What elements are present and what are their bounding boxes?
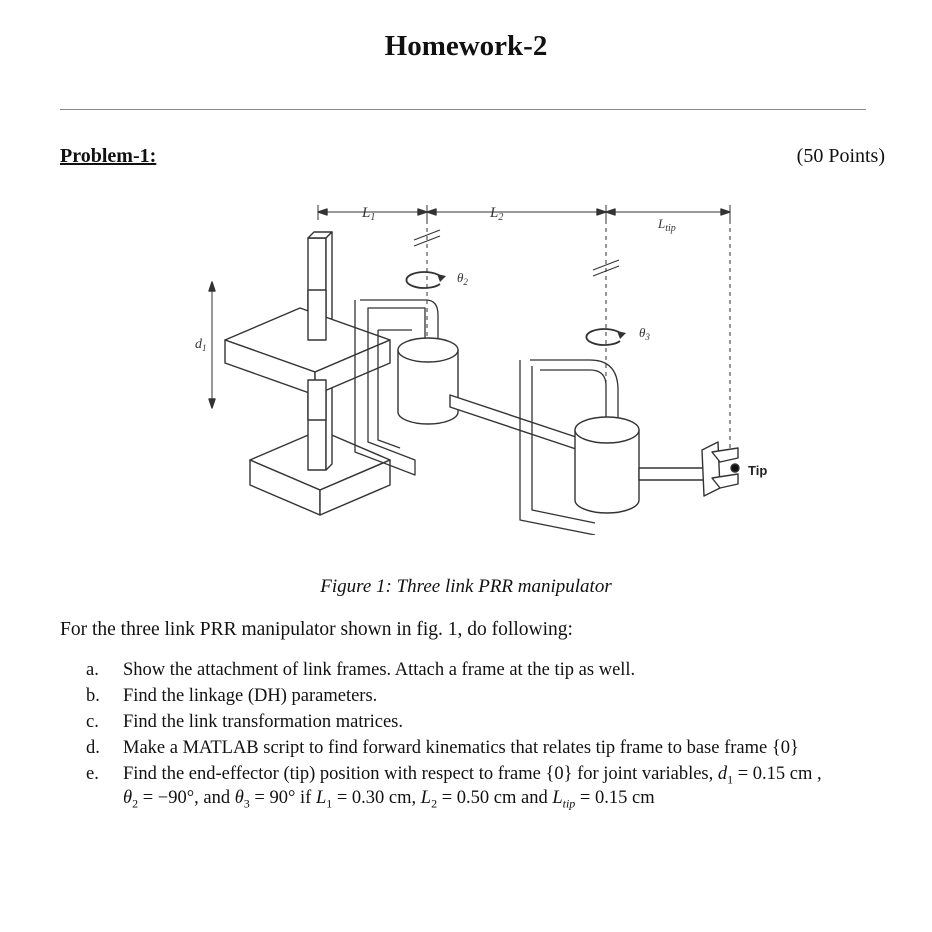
tool-arm <box>638 467 710 481</box>
theta3-label: θ3 <box>639 325 650 342</box>
intro-text: For the three link PRR manipulator shown… <box>60 619 573 640</box>
task-list: a.Show the attachment of link frames. At… <box>86 658 886 812</box>
rotation-arrows <box>405 271 621 346</box>
l1-label: L1 <box>361 205 375 223</box>
ltip-label: Ltip <box>657 216 676 234</box>
page-title: Homework-2 <box>384 30 548 62</box>
figure-caption: Figure 1: Three link PRR manipulator <box>320 576 612 597</box>
list-item: e.Find the end-effector (tip) position w… <box>86 764 822 811</box>
link-2-bar <box>449 394 586 453</box>
list-item: b.Find the linkage (DH) parameters. <box>86 686 378 706</box>
gripper <box>701 441 740 497</box>
points-label: (50 Points) <box>796 145 885 167</box>
slider-table <box>224 289 391 421</box>
l2-label: L2 <box>489 205 503 223</box>
list-item: d.Make a MATLAB script to find forward k… <box>86 738 799 758</box>
d1-label: d1 <box>195 337 207 353</box>
link-2-bracket <box>519 359 619 535</box>
joint-2-cylinder <box>397 337 459 425</box>
list-item: a.Show the attachment of link frames. At… <box>86 660 636 680</box>
dimension-lines <box>208 205 731 460</box>
list-item: c.Find the link transformation matrices. <box>86 712 404 732</box>
theta2-label: θ2 <box>457 270 468 287</box>
link-1-bracket <box>354 299 439 476</box>
joint-3-cylinder <box>574 416 640 514</box>
manipulator-figure: L1 L2 Ltip d1 θ2 θ3 Tip <box>195 205 767 535</box>
divider <box>60 109 866 110</box>
problem-label: Problem-1: <box>60 145 157 167</box>
tip-label: Tip <box>748 463 767 478</box>
